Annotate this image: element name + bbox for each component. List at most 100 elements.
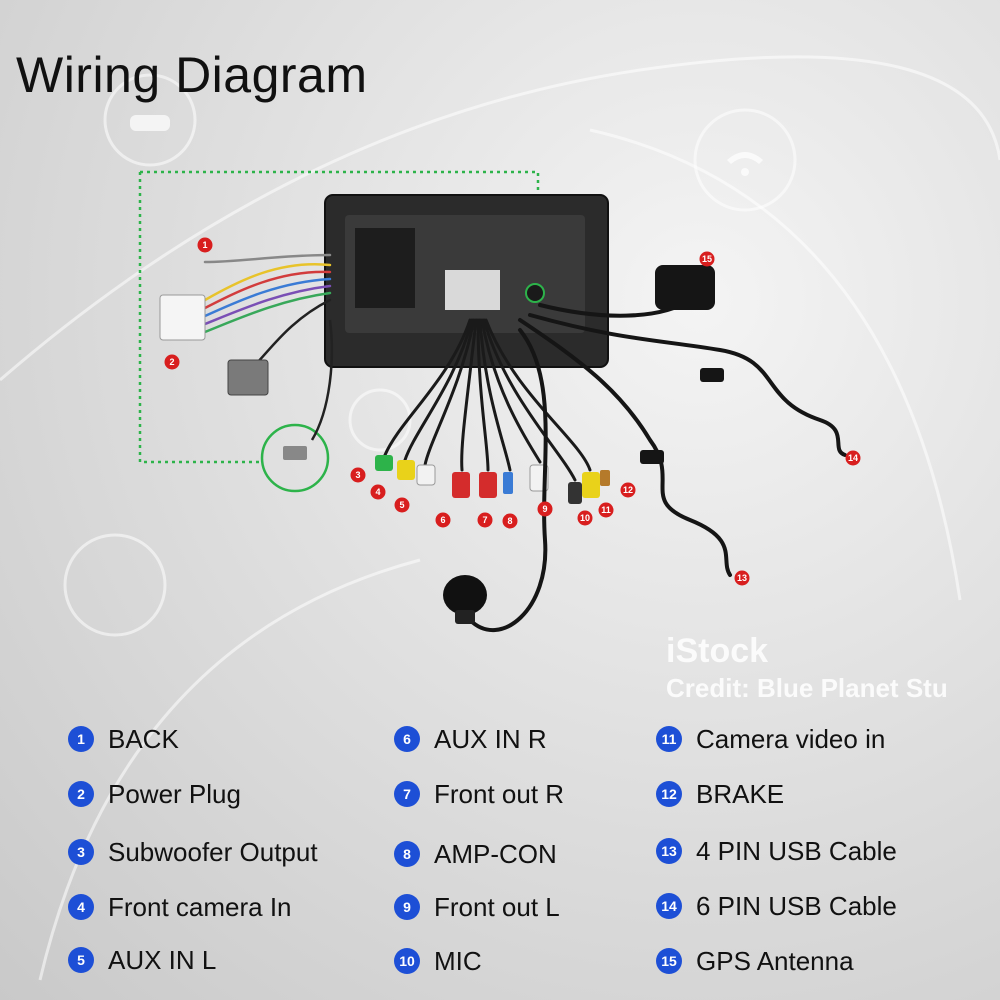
legend-item: 5 AUX IN L: [68, 940, 216, 980]
callout-5: 5: [394, 497, 410, 513]
callout-number: 1: [202, 240, 207, 250]
legend-badge: 12: [656, 781, 682, 807]
callout-2: 2: [164, 354, 180, 370]
page-title: Wiring Diagram: [16, 46, 368, 103]
legend-badge: 1: [68, 726, 94, 752]
legend-item: 3 Subwoofer Output: [68, 832, 318, 872]
legend-label: 4 PIN USB Cable: [696, 835, 897, 866]
legend-item: 7 Front out R: [394, 774, 564, 814]
steering-arc: [38, 558, 421, 981]
callout-number: 4: [375, 487, 380, 497]
callout-13: 13: [734, 570, 750, 586]
callout-number: 10: [580, 513, 590, 523]
callout-11: 11: [598, 502, 614, 518]
callout-6: 6: [435, 512, 451, 528]
callout-number: 2: [169, 357, 174, 367]
microphone-clip: [455, 610, 475, 624]
watermark: iStock Credit: Blue Planet Stu: [666, 632, 948, 704]
callout-badge: [350, 467, 366, 483]
callout-badge: [477, 512, 493, 528]
callout-number: 12: [623, 485, 633, 495]
callout-number: 3: [355, 470, 360, 480]
callout-number: 5: [399, 500, 404, 510]
unit-connector: [445, 270, 500, 310]
callout-badge: [734, 570, 750, 586]
callout-number: 13: [737, 573, 747, 583]
usb-6pin-connector: [700, 368, 724, 382]
callout-14: 14: [845, 450, 861, 466]
legend-label: Front camera In: [108, 891, 292, 922]
iso-connector: [227, 359, 269, 396]
callout-number: 14: [848, 453, 858, 463]
callout-15: 15: [699, 251, 715, 267]
callout-badge: [164, 354, 180, 370]
callout-number: 9: [542, 504, 547, 514]
legend-badge: 10: [394, 948, 420, 974]
callout-7: 7: [477, 512, 493, 528]
guide-dotted-line: [138, 170, 540, 464]
legend-label: Subwoofer Output: [108, 836, 318, 867]
rca-plug: [283, 446, 307, 460]
wifi-circle-icon: [693, 108, 797, 212]
car-circle-icon: [103, 73, 197, 167]
legend-label: Camera video in: [696, 723, 886, 754]
callout-4: 4: [370, 484, 386, 500]
head-unit: [324, 194, 609, 368]
microphone: [443, 575, 487, 615]
callout-number: 8: [507, 516, 512, 526]
legend-label: Front out L: [434, 891, 560, 922]
legend-item: 12 BRAKE: [656, 774, 784, 814]
legend-label: GPS Antenna: [696, 945, 854, 976]
callout-number: 11: [601, 505, 611, 515]
legend-badge: 9: [394, 894, 420, 920]
callout-10: 10: [577, 510, 593, 526]
power-plug-connector: [159, 294, 206, 341]
legend-item: 14 6 PIN USB Cable: [656, 886, 897, 926]
legend-badge: 5: [68, 947, 94, 973]
callout-3: 3: [350, 467, 366, 483]
car-icon: [130, 115, 170, 131]
right-arc: [589, 128, 962, 601]
callout-badge: [577, 510, 593, 526]
legend-label: AUX IN L: [108, 944, 217, 975]
callout-badge: [197, 237, 213, 253]
steering-circle-icon: [63, 533, 167, 637]
callout-1: 1: [197, 237, 213, 253]
legend-item: 9 Front out L: [394, 887, 560, 927]
callout-badge: [598, 502, 614, 518]
callout-badge: [537, 501, 553, 517]
callout-number: 15: [702, 254, 712, 264]
back-wire: [310, 319, 334, 441]
legend-badge: 15: [656, 948, 682, 974]
legend-label: AMP-CON: [434, 838, 557, 869]
legend-label: Front out R: [434, 778, 565, 809]
legend-badge: 14: [656, 893, 682, 919]
gps-antenna: [655, 265, 715, 310]
callout-9: 9: [537, 501, 553, 517]
callout-12: 12: [620, 482, 636, 498]
callout-badge: [394, 497, 410, 513]
watermark-credit: Credit: Blue Planet Stu: [666, 673, 948, 703]
legend-badge: 2: [68, 781, 94, 807]
wifi-icon: [727, 152, 763, 164]
callout-badge: [845, 450, 861, 466]
legend-badge: 7: [394, 781, 420, 807]
callout-badge: [435, 512, 451, 528]
legend-item: 8 AMP-CON: [394, 834, 557, 874]
dashboard-arc: [0, 55, 1000, 382]
legend-item: 10 MIC: [394, 941, 482, 981]
nav-circle-icon: [348, 388, 412, 452]
legend-label: Power Plug: [108, 778, 241, 809]
callout-8: 8: [502, 513, 518, 529]
legend-item: 15 GPS Antenna: [656, 941, 854, 981]
legend-badge: 11: [656, 726, 682, 752]
legend-item: 13 4 PIN USB Cable: [656, 831, 897, 871]
legend-label: MIC: [434, 945, 482, 976]
legend-item: 6 AUX IN R: [394, 719, 547, 759]
wifi-dot-icon: [741, 168, 749, 176]
usb-4pin-connector: [640, 450, 664, 464]
legend-label: 6 PIN USB Cable: [696, 890, 897, 921]
